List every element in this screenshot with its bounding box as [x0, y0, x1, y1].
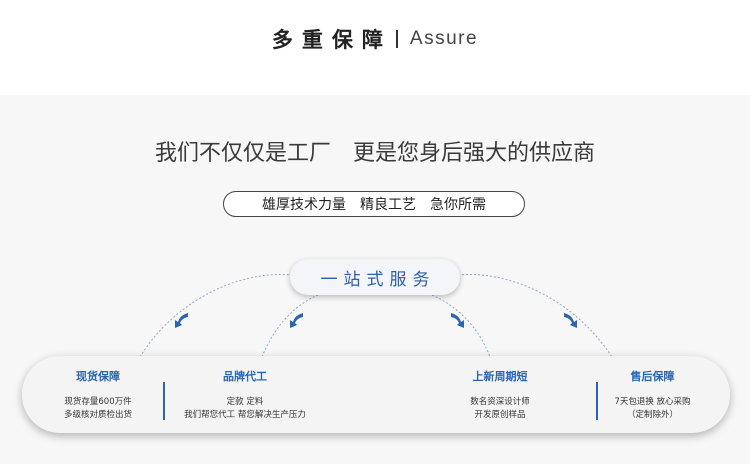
outer-arc-left	[139, 273, 293, 358]
feature-divider	[163, 382, 165, 420]
feature-new-cycle: 上新周期短 数名资深设计师 开发原创样品	[445, 368, 555, 422]
feature-line: 定款 定料	[226, 397, 264, 407]
curved-arrow-icon	[451, 313, 464, 328]
feature-title: 品牌代工	[223, 370, 267, 383]
feature-line: 多级核对质检出货	[63, 410, 132, 420]
feature-line: （定制除外）	[626, 410, 678, 420]
feature-title: 现货保障	[76, 370, 120, 383]
feature-oem: 品牌代工 定款 定料 我们帮您代工 帮您解决生产压力	[170, 368, 320, 422]
feature-after-sales: 售后保障 7天包退换 放心采购 （定制除外）	[600, 368, 705, 422]
feature-pill: 雄厚技术力量 精良工艺 急你所需	[223, 191, 525, 217]
feature-line: 现货存量600万件	[64, 397, 132, 407]
feature-title: 上新周期短	[472, 370, 528, 383]
features-bar	[22, 356, 730, 433]
heading-separator	[395, 30, 398, 48]
heading-title-en: Assure	[409, 28, 479, 49]
curved-arrow-icon	[290, 313, 303, 328]
feature-line: 数名资深设计师	[470, 397, 530, 407]
header: 多重保障 Assure	[0, 0, 750, 95]
section-heading: 多重保障 Assure	[0, 24, 750, 54]
feature-line: 我们帮您代工 帮您解决生产压力	[184, 410, 306, 420]
service-pill: 一站式服务	[290, 259, 460, 295]
inner-arc-right	[431, 294, 491, 358]
feature-divider	[596, 382, 598, 420]
curved-arrow-icon	[564, 313, 577, 328]
feature-line: 开发原创样品	[474, 410, 526, 420]
outer-arc-right	[457, 273, 613, 358]
slogan-text: 我们不仅仅是工厂 更是您身后强大的供应商	[154, 141, 595, 166]
curved-arrow-icon	[175, 313, 188, 328]
feature-title: 售后保障	[630, 370, 675, 383]
feature-stock: 现货保障 现货存量600万件 多级核对质检出货	[48, 368, 148, 422]
feature-line: 7天包退换 放心采购	[614, 397, 691, 407]
heading-title-cn: 多重保障	[271, 28, 392, 52]
